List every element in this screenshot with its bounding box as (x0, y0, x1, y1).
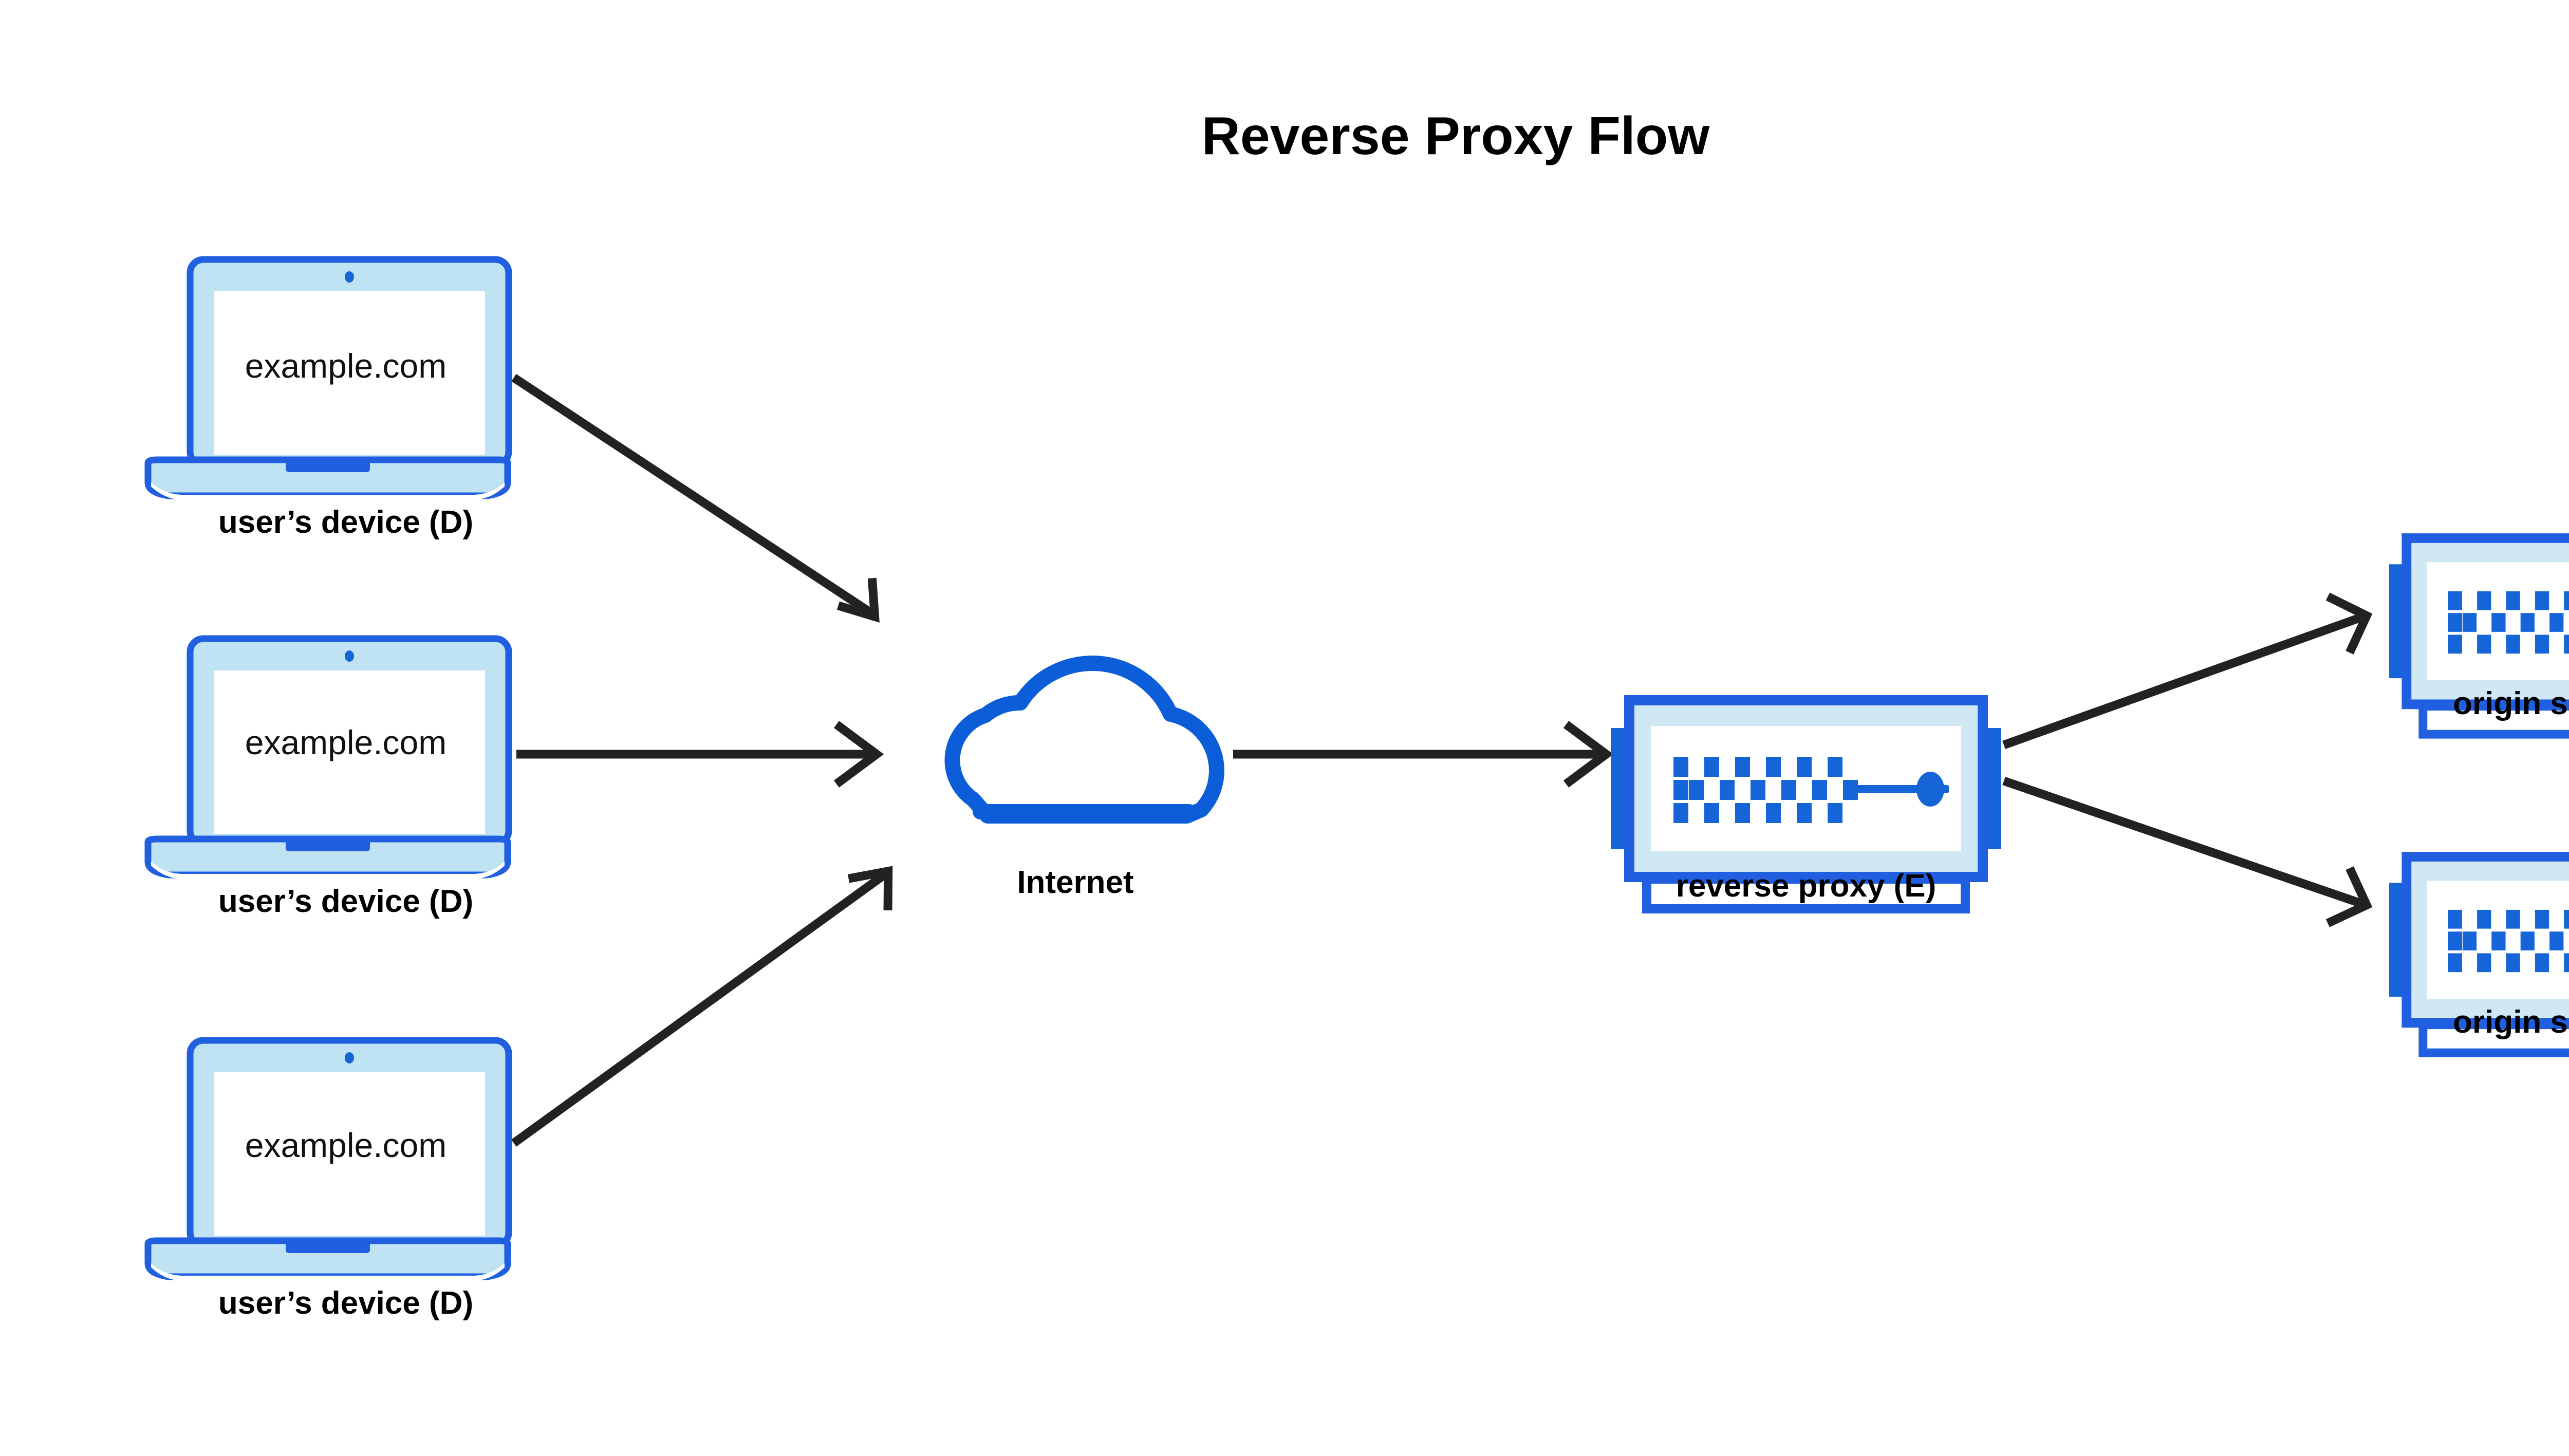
laptop-base-icon (148, 460, 508, 500)
node-origin-server-top[interactable]: origin server (F) (2389, 538, 2569, 735)
device-label: user’s device (D) (218, 884, 473, 919)
node-device-top[interactable]: example.com user’s device (D) (148, 259, 509, 540)
node-device-middle[interactable]: example.com user’s device (D) (148, 639, 509, 919)
edge-device-bottom-to-internet (511, 866, 893, 1147)
laptop-base-icon (148, 1241, 508, 1281)
device-screen-text: example.com (245, 347, 447, 385)
device-screen-text: example.com (245, 1126, 447, 1164)
device-label: user’s device (D) (218, 505, 473, 540)
node-internet[interactable]: Internet (953, 663, 1217, 900)
device-screen-text: example.com (245, 723, 447, 761)
edge-device-middle-to-internet (516, 721, 884, 788)
reverse-proxy-label: reverse proxy (E) (1676, 868, 1937, 904)
device-label: user’s device (D) (218, 1285, 473, 1321)
edge-reverse-proxy-to-origin-top (2002, 592, 2373, 750)
edge-reverse-proxy-to-origin-bottom (2002, 776, 2373, 927)
cloud-icon (953, 663, 1217, 816)
origin-server-label: origin server (F) (2453, 1004, 2569, 1040)
connector-layer (511, 374, 2373, 1147)
origin-server-label: origin server (F) (2453, 686, 2569, 721)
laptop-base-icon (148, 839, 508, 879)
node-device-bottom[interactable]: example.com user’s device (D) (148, 1040, 509, 1321)
internet-label: Internet (1017, 865, 1133, 900)
edge-device-top-to-internet (511, 374, 880, 623)
node-reverse-proxy[interactable]: reverse proxy (E) (1611, 700, 2001, 909)
node-origin-server-bottom[interactable]: origin server (F) (2389, 857, 2569, 1053)
edge-internet-to-reverse-proxy (1233, 721, 1614, 788)
page-title: Reverse Proxy Flow (1202, 106, 1710, 166)
